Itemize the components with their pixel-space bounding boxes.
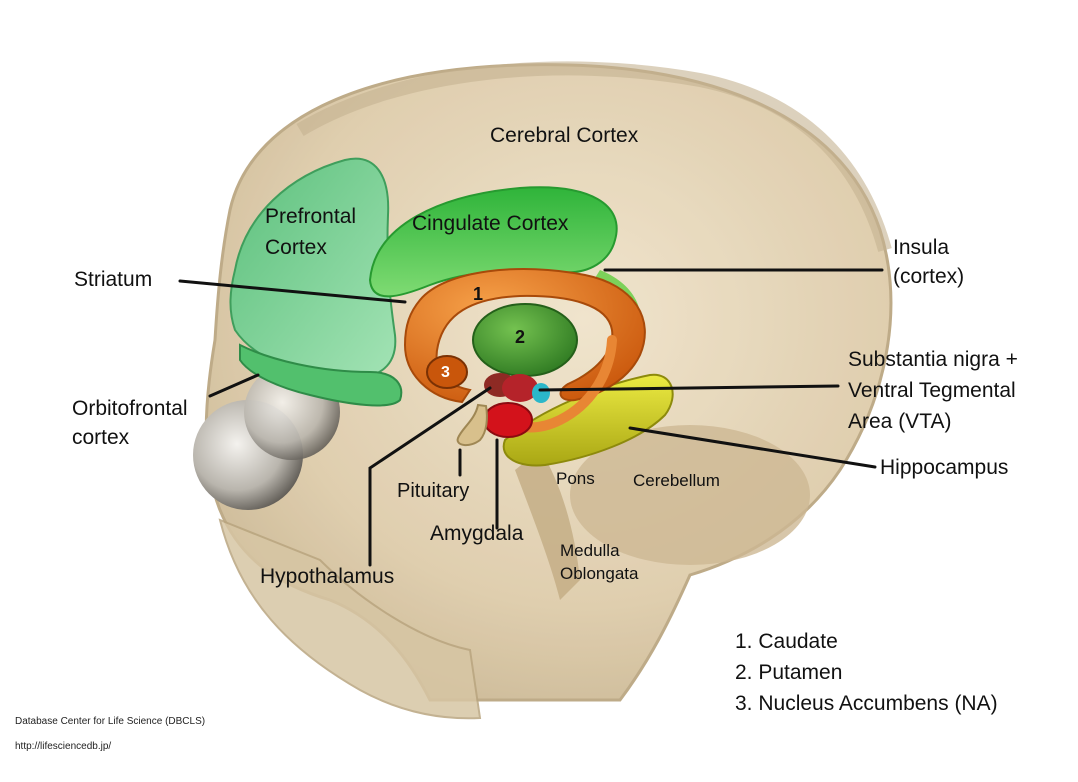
marker-nucleus-accumbens: 3 (441, 364, 450, 381)
cerebellum-shape (570, 425, 810, 565)
label-substantia-line3: Area (VTA) (848, 410, 951, 433)
hippocampus-leader (628, 426, 877, 469)
label-orbitofrontal-line1: Orbitofrontal (72, 397, 188, 420)
credit-line-2: http://lifesciencedb.jp/ (15, 741, 111, 752)
label-hippocampus: Hippocampus (880, 456, 1008, 479)
amygdala-shape (483, 402, 533, 438)
credit-line-1: Database Center for Life Science (DBCLS) (15, 716, 205, 727)
label-pituitary: Pituitary (397, 480, 469, 502)
label-substantia-line2: Ventral Tegmental (848, 379, 1016, 402)
marker-caudate: 1 (473, 284, 483, 304)
substantia-leader (538, 384, 840, 392)
skull-outline (296, 61, 892, 252)
key-item-nucleus-accumbens: 3. Nucleus Accumbens (NA) (735, 692, 998, 715)
cingulate-cortex-shape (368, 186, 618, 298)
thalamic-shape (502, 374, 538, 402)
label-medulla-line1: Medulla (560, 541, 620, 560)
label-hypothalamus: Hypothalamus (260, 565, 394, 588)
label-amygdala: Amygdala (430, 522, 524, 545)
label-cerebral-cortex: Cerebral Cortex (490, 124, 639, 147)
label-prefrontal-line2: Cortex (265, 236, 327, 259)
label-insula-line2: (cortex) (893, 265, 964, 288)
striatum-shape (403, 268, 646, 404)
label-striatum: Striatum (74, 268, 152, 291)
label-orbitofrontal-line2: cortex (72, 426, 130, 449)
key-item-putamen: 2. Putamen (735, 661, 842, 684)
orbitofrontal-cortex-shape (239, 343, 403, 407)
label-insula-line1: Insula (893, 236, 949, 259)
label-pons: Pons (556, 469, 595, 488)
label-prefrontal-line1: Prefrontal (265, 205, 356, 228)
pituitary-shape (456, 403, 488, 446)
label-cerebellum: Cerebellum (633, 471, 720, 490)
marker-putamen: 2 (515, 327, 525, 347)
prefrontal-cortex-shape (229, 157, 397, 380)
hypothalamus-leader (368, 386, 492, 567)
nucleus-accumbens-shape (426, 355, 468, 389)
label-cingulate-cortex: Cingulate Cortex (412, 212, 569, 235)
orbitofrontal-leader (208, 373, 260, 398)
striatum-leader (178, 279, 407, 304)
label-substantia-line1: Substantia nigra + (848, 348, 1018, 371)
brainstem-shape (515, 450, 580, 600)
vta-shape (532, 383, 550, 403)
label-medulla-line2: Oblongata (560, 564, 639, 583)
key-item-caudate: 1. Caudate (735, 630, 838, 653)
jaw-shape (218, 518, 482, 720)
